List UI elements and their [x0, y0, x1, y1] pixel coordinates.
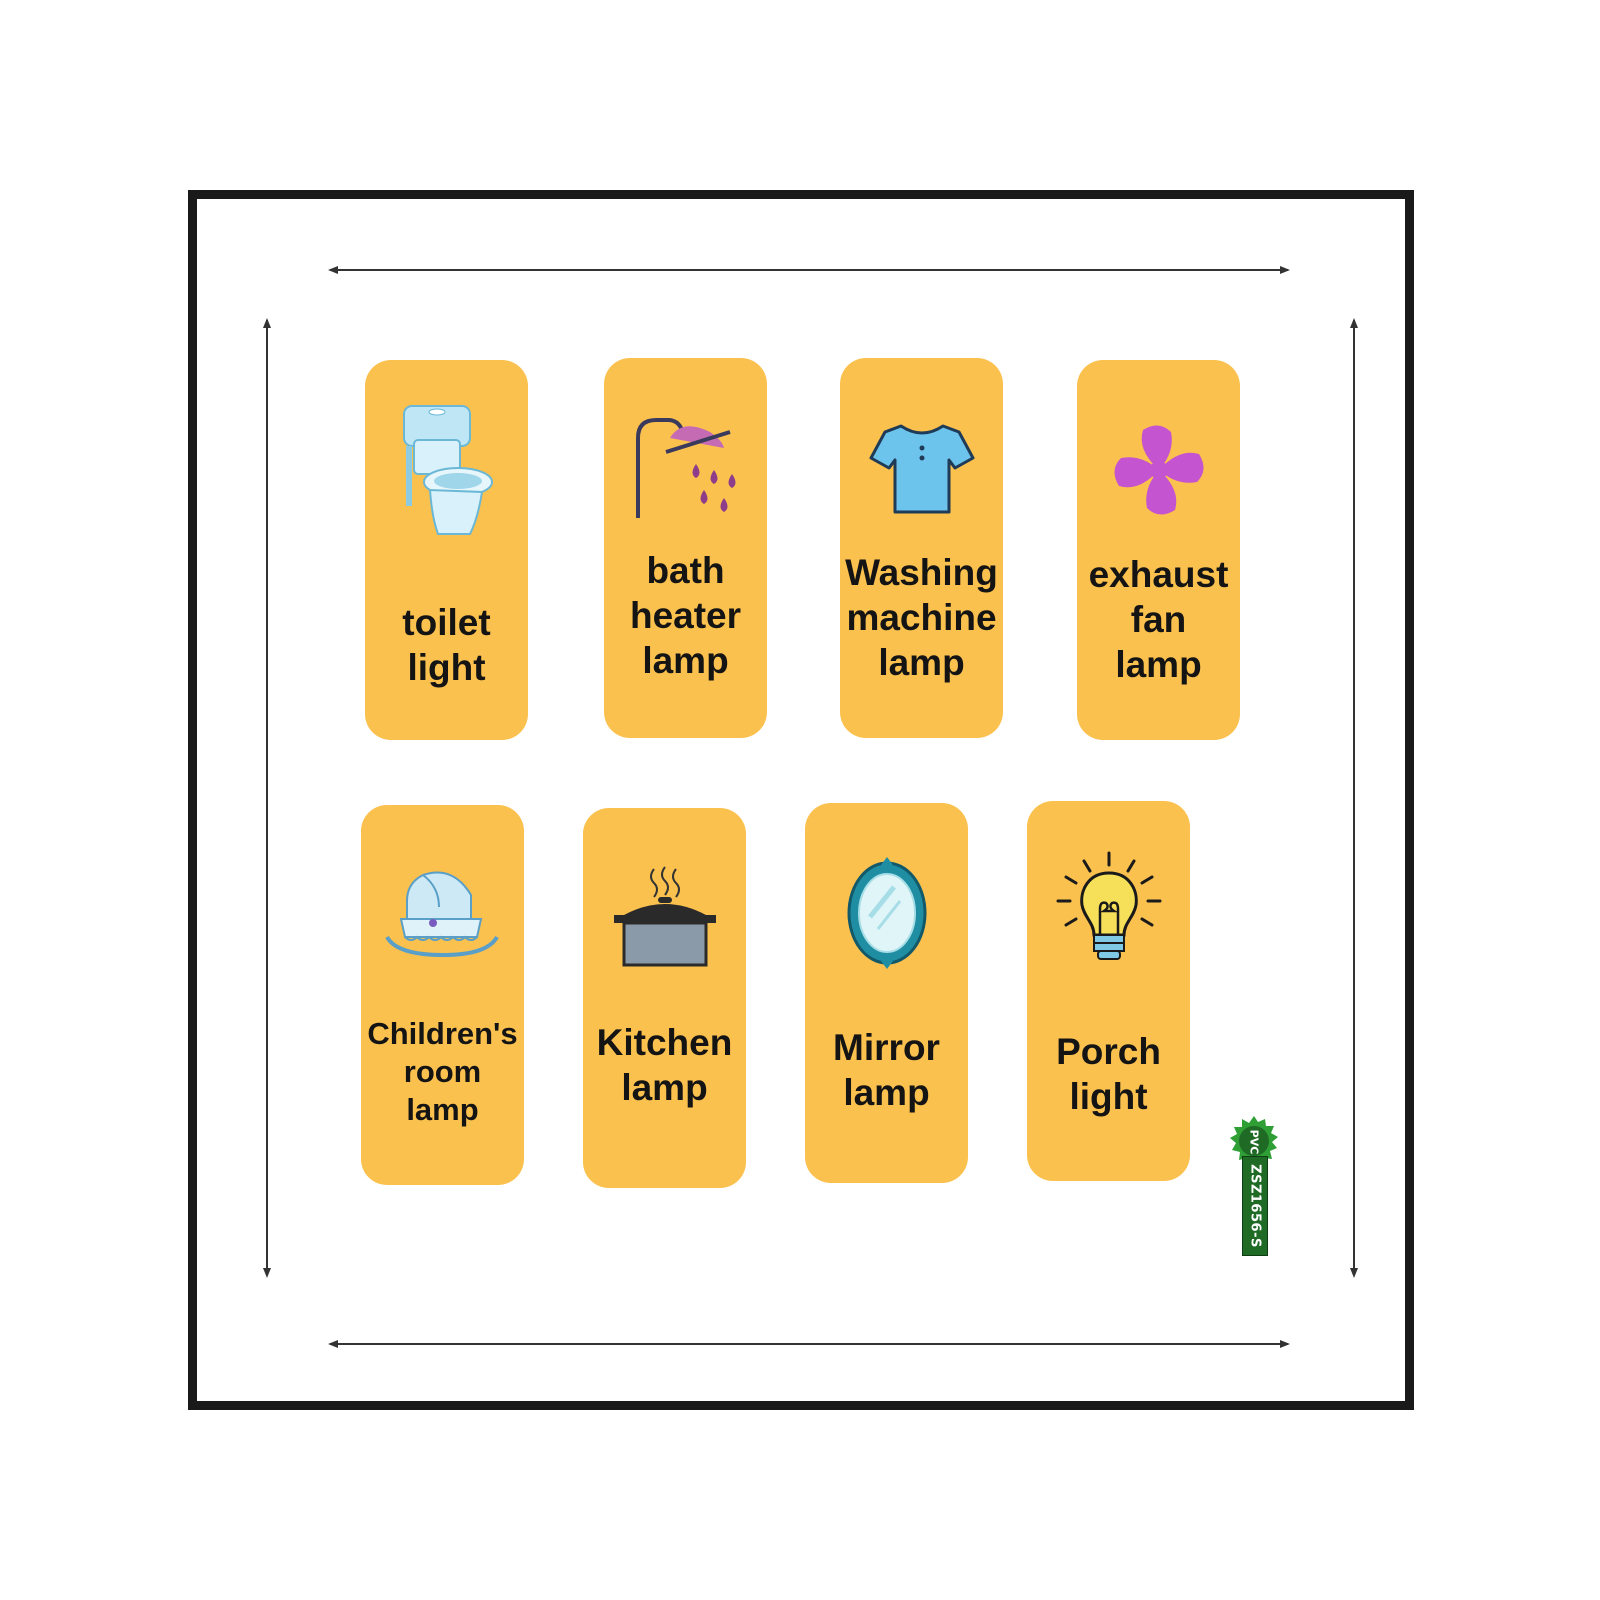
sticker-label: exhaust fan lamp — [1077, 552, 1240, 687]
fan-icon — [1077, 400, 1240, 540]
bottom-dimension-arrow-left — [328, 1340, 338, 1348]
mirror-icon — [805, 843, 968, 983]
seal-text: PVC — [1247, 1129, 1261, 1155]
label-line: room — [403, 1053, 482, 1089]
top-dimension-arrow-left — [328, 266, 338, 274]
sticker-bath-heater-lamp: bath heater lamp — [604, 358, 767, 738]
left-dimension-line — [266, 320, 268, 1275]
label-line: bath — [646, 550, 725, 591]
label-line: lamp — [1115, 644, 1202, 686]
label-line: toilet — [402, 602, 491, 643]
label-line: fan — [1130, 599, 1187, 641]
cooking-pot-icon — [583, 848, 746, 988]
sticker-label: Porch light — [1027, 1029, 1190, 1119]
left-dimension-arrow-up — [263, 318, 271, 328]
label-line: exhaust — [1088, 554, 1229, 595]
shower-icon — [604, 398, 767, 538]
left-dimension-arrow-down — [263, 1268, 271, 1278]
sticker-label: toilet light — [365, 600, 528, 690]
label-line: Children's — [367, 1016, 518, 1051]
seal-badge-icon — [1230, 1116, 1278, 1165]
label-line: heater — [629, 595, 742, 637]
product-code: ZSZ1656-S — [1247, 1164, 1263, 1248]
sticker-mirror-lamp: Mirror lamp — [805, 803, 968, 1183]
sticker-kitchen-lamp: Kitchen lamp — [583, 808, 746, 1188]
cradle-icon — [361, 845, 524, 985]
label-line: lamp — [621, 1067, 708, 1109]
product-tag: PVC ZSZ1656-S — [1224, 1116, 1284, 1258]
sticker-label: Kitchen lamp — [583, 1020, 746, 1110]
label-line: light — [407, 647, 486, 689]
label-line: lamp — [642, 640, 729, 682]
label-line: light — [1069, 1076, 1148, 1118]
label-line: Mirror — [833, 1027, 940, 1068]
tshirt-icon — [840, 398, 1003, 538]
label-line: lamp — [843, 1072, 930, 1114]
label-line: lamp — [406, 1091, 479, 1127]
light-bulb-icon — [1027, 841, 1190, 981]
label-line: lamp — [878, 642, 965, 684]
label-line: machine — [846, 597, 997, 639]
tag-strip — [1242, 1156, 1268, 1256]
right-dimension-arrow-up — [1350, 318, 1358, 328]
label-line: Kitchen — [596, 1022, 733, 1063]
sticker-porch-light: Porch light — [1027, 801, 1190, 1181]
sticker-label: Mirror lamp — [805, 1025, 968, 1115]
label-line: Washing — [845, 552, 998, 593]
sticker-toilet-light: toilet light — [365, 360, 528, 740]
top-dimension-line — [330, 269, 1288, 271]
sticker-label: Washing machine lamp — [840, 550, 1003, 685]
bottom-dimension-arrow-right — [1280, 1340, 1290, 1348]
toilet-icon — [365, 400, 528, 540]
top-dimension-arrow-right — [1280, 266, 1290, 274]
right-dimension-arrow-down — [1350, 1268, 1358, 1278]
sticker-childrens-room-lamp: Children's room lamp — [361, 805, 524, 1185]
sticker-label: bath heater lamp — [604, 548, 767, 683]
sticker-label: Children's room lamp — [361, 1015, 524, 1128]
bottom-dimension-line — [330, 1343, 1288, 1345]
sticker-exhaust-fan-lamp: exhaust fan lamp — [1077, 360, 1240, 740]
right-dimension-line — [1353, 320, 1355, 1275]
label-line: Porch — [1056, 1031, 1161, 1072]
sticker-washing-machine-lamp: Washing machine lamp — [840, 358, 1003, 738]
